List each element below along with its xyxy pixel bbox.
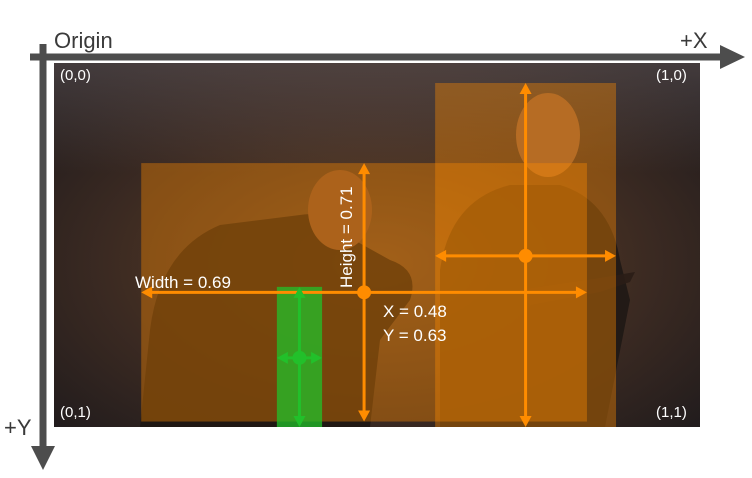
large-box-height-arrow-head-bottom xyxy=(358,410,371,422)
width-label: Width = 0.69 xyxy=(135,273,231,292)
photo xyxy=(54,63,700,427)
large-box-center-dot xyxy=(357,285,372,300)
x-value-label: X = 0.48 xyxy=(383,302,447,321)
corner-label-bottom-right: (1,1) xyxy=(656,404,687,421)
small-green-box-width-arrow-head-left xyxy=(276,351,288,364)
y-axis-arrowhead xyxy=(31,446,55,470)
right-person-silhouette xyxy=(440,185,630,427)
small-green-box-center-dot xyxy=(292,350,307,365)
corner-label-bottom-left: (0,1) xyxy=(60,404,91,421)
bounding-box-guides xyxy=(141,83,617,427)
corner-label-top-right: (1,0) xyxy=(656,67,687,84)
x-axis-label: +X xyxy=(680,28,708,53)
right-person-box-width-arrow-head-left xyxy=(435,249,447,262)
origin-label: Origin xyxy=(54,28,113,53)
left-person-silhouette xyxy=(140,214,413,427)
right-person-head xyxy=(516,93,580,177)
crowd-blur xyxy=(54,63,700,173)
right-person-box-width-arrow-head-right xyxy=(605,249,617,262)
right-person-box-height-arrow-head-top xyxy=(519,83,532,95)
left-person-head xyxy=(308,170,372,250)
y-axis-label: +Y xyxy=(4,415,32,440)
height-label: Height = 0.71 xyxy=(337,186,356,288)
large-box-width-arrow-head-right xyxy=(575,286,587,299)
large-box-width-arrow-head-left xyxy=(141,286,153,299)
large-box-height-arrow-head-top xyxy=(358,163,371,175)
right-person-box-center-dot xyxy=(518,248,533,263)
x-axis-arrowhead xyxy=(720,45,745,69)
corner-label-top-left: (0,0) xyxy=(60,67,91,84)
small-green-box-height-arrow-head-bottom xyxy=(293,416,306,427)
y-value-label: Y = 0.63 xyxy=(383,326,447,345)
small-green-box-width-arrow-head-right xyxy=(311,351,323,364)
axes: Origin +X +Y xyxy=(4,28,745,470)
right-person-box-height-arrow-head-bottom xyxy=(519,416,532,427)
small-green-box-height-arrow-head-top xyxy=(293,286,306,298)
